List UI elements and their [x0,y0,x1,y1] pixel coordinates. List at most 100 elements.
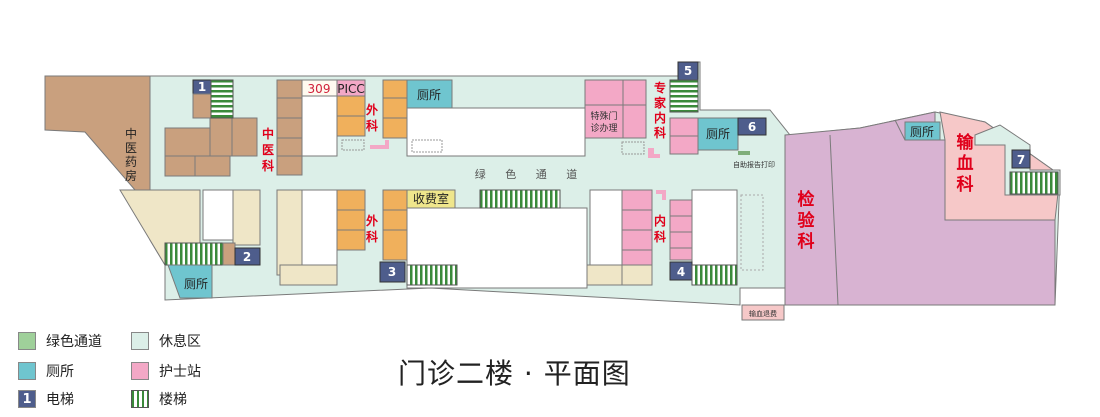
legend-label: 绿色通道 [46,334,102,350]
legend-label: 厕所 [46,364,74,380]
label-tcm-pharmacy-3: 药 [125,155,137,169]
nurse-station-2 [648,148,660,158]
label-transfusion-3: 科 [957,174,974,195]
label-tcm-pharmacy-2: 医 [125,141,137,155]
label-special-office-1: 特殊门 [590,110,617,122]
room-brown-2 [164,155,196,177]
toilet-4 [904,121,941,141]
label-tcm-pharmacy-1: 中 [125,126,137,141]
room-pink-12 [669,231,693,249]
toilet-swatch [18,362,36,380]
rest-area-swatch [131,332,149,350]
elevator-6 [737,117,767,136]
label-tcm-3: 科 [262,158,274,173]
label-toilet-2: 厕所 [706,127,730,141]
room-pink-5 [669,135,699,155]
room-pink-8 [621,229,653,251]
seating-1 [341,139,365,151]
room-orange-1 [336,95,366,117]
room-brown-7 [222,242,236,266]
label-tcm-pharmacy-4: 房 [125,168,137,183]
label-expert-3: 内 [654,110,666,125]
nurse-station-swatch [131,362,149,380]
room-blood-return [741,304,785,321]
nurse-station-3 [656,190,666,200]
label-lab-1: 检 [798,189,815,210]
page-title: 门诊二楼 · 平面图 [398,357,631,390]
room-orange-9 [382,189,408,211]
room-pink-4 [669,117,699,137]
room-pink-10 [669,199,693,217]
label-blood-return: 输血退费 [749,309,777,318]
label-309: 309 [308,82,331,96]
room-white-2 [301,189,338,266]
legend-label: 休息区 [159,334,201,350]
room-orange-5 [382,117,408,139]
legend-item-toilet: 厕所 [18,361,74,381]
room-pink-2 [622,79,647,106]
legend-label: 护士站 [159,364,201,380]
room-tcm [276,79,303,176]
elevator-icon: 1 [18,390,36,408]
room-pink-7 [621,209,653,231]
elevator-3 [379,261,406,283]
room-pink-3 [622,104,647,139]
label-picc: PICC [337,82,365,96]
stairs-4 [691,264,738,286]
room-orange-3 [382,79,408,99]
legend: 绿色通道 休息区 厕所 护士站 1 电梯 楼梯 [18,331,258,411]
floor-plan-map: 中 医 药 房 1 中 医 科 309 PICC 外 科 厕所 特殊门 诊办理 … [44,61,1061,321]
label-surgery-top-2: 科 [366,118,378,133]
legend-item-nurse-station: 护士站 [131,361,201,381]
room-pink-11 [669,215,693,233]
room-orange-6 [336,189,366,211]
label-toilet-3: 厕所 [184,277,208,291]
elevator-4-number: 4 [677,265,685,279]
room-beige-3 [279,264,338,286]
legend-item-green-channel: 绿色通道 [18,331,102,351]
elevator-1-number: 1 [198,80,206,94]
label-tcm-2: 医 [262,143,274,157]
label-toilet-1: 厕所 [417,88,441,102]
label-special-office-2: 诊办理 [590,122,617,134]
room-orange-4 [382,97,408,119]
seating-4 [740,194,764,271]
room-orange-7 [336,209,366,231]
elevator-5-number: 5 [684,64,692,78]
print-kiosk [738,151,750,155]
stairs-5 [669,79,699,113]
room-brown-4 [209,117,233,157]
label-expert-1: 专 [654,80,666,95]
room-white-4 [691,189,738,266]
seating-2 [411,139,443,153]
room-orange-8 [336,229,366,251]
room-white-1 [301,95,338,157]
legend-label: 电梯 [46,392,74,408]
label-lab-2: 验 [798,210,816,231]
room-pink-6 [621,189,653,211]
room-brown-3 [194,155,231,177]
label-report-print: 自助报告打印 [733,160,775,169]
label-surgery-bottom-2: 科 [366,229,378,244]
room-white-left [202,189,234,241]
label-transfusion-1: 输 [957,132,975,153]
elevator-2-number: 2 [243,250,251,264]
label-expert-4: 科 [654,125,666,140]
stairs-icon [131,390,149,408]
room-brown-5 [231,117,258,157]
label-internal-2: 科 [654,229,666,244]
label-transfusion-2: 血 [957,153,974,174]
room-white-center-top [406,107,586,157]
room-brown-1 [164,127,211,157]
room-pink-13 [669,247,693,261]
elevator-7-number: 7 [1017,153,1025,167]
label-cashier: 收费室 [413,191,449,206]
label-surgery-top-1: 外 [366,102,378,117]
room-orange-11 [382,229,408,261]
room-beige-2 [276,189,303,276]
room-orange-10 [382,209,408,231]
label-lab-3: 科 [798,231,815,252]
legend-item-elevator: 1 电梯 [18,389,74,409]
stairs-7 [1009,171,1059,195]
room-beige-left [232,189,261,246]
